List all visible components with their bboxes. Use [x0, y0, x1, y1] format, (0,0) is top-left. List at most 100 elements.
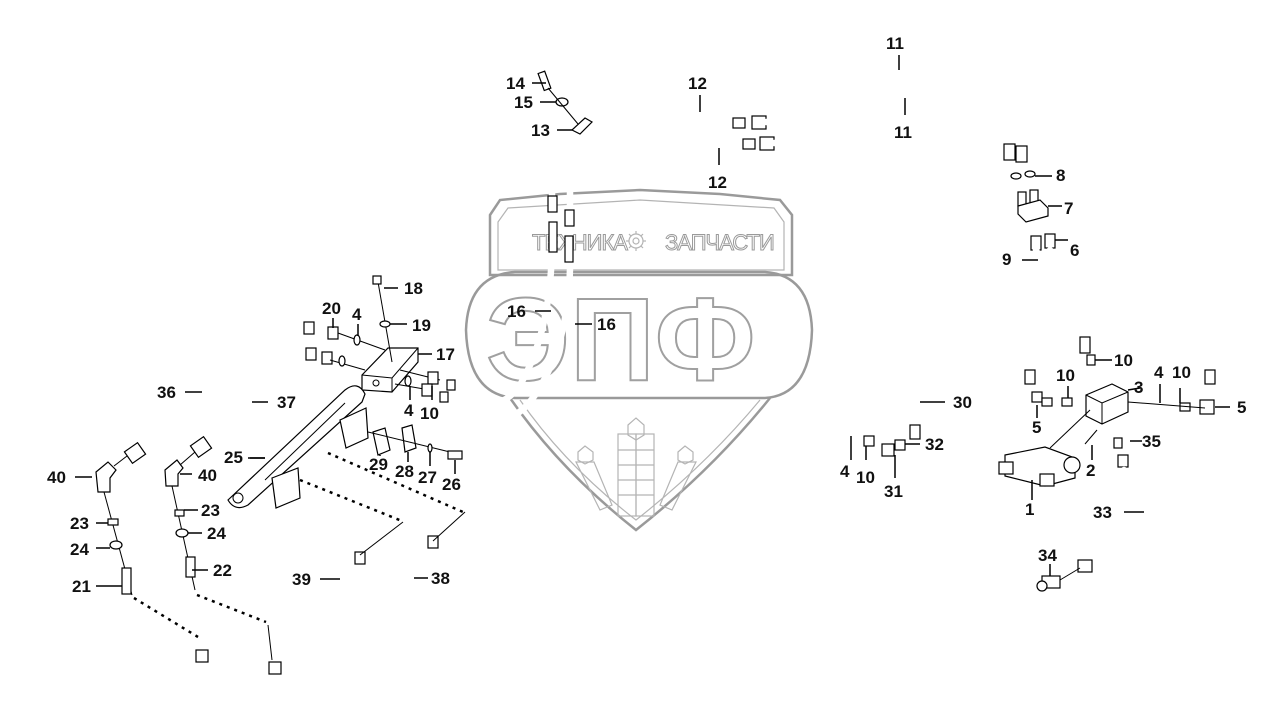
hose-12-lower[interactable]: [456, 132, 749, 423]
watermark-shield-top: [488, 188, 794, 277]
callout-7[interactable]: 7: [1064, 199, 1073, 218]
watermark-towers: [575, 417, 697, 517]
callout-8[interactable]: 8: [1056, 166, 1065, 185]
fitting-34[interactable]: [1036, 559, 1093, 592]
fitting-21[interactable]: [121, 567, 132, 595]
watermark-text-right: ЗАПЧАСТИ: [665, 230, 774, 255]
bolt-2[interactable]: [1084, 429, 1098, 445]
hose-37[interactable]: [201, 348, 304, 444]
callout-22[interactable]: 22: [213, 561, 232, 580]
valve-1[interactable]: [998, 446, 1081, 487]
callout-4[interactable]: 4: [840, 462, 850, 481]
callout-6[interactable]: 6: [1070, 241, 1079, 260]
fitting-22[interactable]: [185, 556, 196, 578]
hose-6[interactable]: [1046, 246, 1214, 379]
plate-28[interactable]: [401, 424, 417, 453]
watermark-band: [464, 270, 814, 400]
callout-25[interactable]: 25: [224, 448, 243, 467]
callout-34[interactable]: 34: [1038, 546, 1057, 565]
callout-26[interactable]: 26: [442, 475, 461, 494]
callout-12[interactable]: 12: [708, 173, 727, 192]
callout-40[interactable]: 40: [198, 466, 217, 485]
callout-40[interactable]: 40: [47, 468, 66, 487]
callout-24[interactable]: 24: [70, 540, 89, 559]
callout-3[interactable]: 3: [1134, 378, 1143, 397]
hose-11-upper[interactable]: [762, 63, 1014, 154]
plate-29[interactable]: [372, 427, 391, 456]
callout-35[interactable]: 35: [1142, 432, 1161, 451]
callout-23[interactable]: 23: [70, 514, 89, 533]
washer-24-left[interactable]: [109, 540, 123, 550]
callout-39[interactable]: 39: [292, 570, 311, 589]
callout-20[interactable]: 20: [322, 299, 341, 318]
callout-11[interactable]: 11: [894, 123, 912, 142]
callout-36[interactable]: 36: [157, 383, 176, 402]
bracket-7[interactable]: [1017, 199, 1049, 223]
callout-28[interactable]: 28: [395, 462, 414, 481]
callout-10[interactable]: 10: [1114, 351, 1133, 370]
washer-24-right[interactable]: [175, 528, 189, 538]
callout-10[interactable]: 10: [856, 468, 875, 487]
dotted-connector: [133, 596, 199, 639]
washer-19[interactable]: [379, 320, 391, 328]
elbow-40-left[interactable]: [95, 461, 117, 493]
callout-17[interactable]: 17: [436, 345, 455, 364]
dotted-connector: [299, 478, 403, 523]
washer-27[interactable]: [427, 443, 433, 453]
watermark-logo: ЭПФ: [486, 274, 755, 406]
hose-33[interactable]: [1094, 466, 1218, 604]
callout-10[interactable]: 10: [1056, 366, 1075, 385]
hose-9[interactable]: [1016, 246, 1059, 379]
hose-11-lower[interactable]: [770, 83, 1004, 154]
callout-33[interactable]: 33: [1093, 503, 1112, 522]
callout-15[interactable]: 15: [514, 93, 533, 112]
leaders: [75, 55, 1230, 587]
fittings-11: [1003, 143, 1039, 207]
watermark-shield-top-inner: [497, 199, 785, 271]
elbow-40-right[interactable]: [164, 459, 184, 487]
callout-31[interactable]: 31: [884, 482, 903, 501]
nut-23-right[interactable]: [174, 509, 185, 517]
valve-block-3[interactable]: [1085, 383, 1129, 425]
hose-36[interactable]: [136, 324, 304, 452]
callout-14[interactable]: 14: [506, 74, 525, 93]
clamp-13-14-15[interactable]: [537, 70, 593, 135]
callout-10[interactable]: 10: [420, 404, 439, 423]
callout-37[interactable]: 37: [277, 393, 296, 412]
hose-39[interactable]: [208, 556, 362, 660]
callout-30[interactable]: 30: [953, 393, 972, 412]
callout-32[interactable]: 32: [925, 435, 944, 454]
fittings-left: [123, 321, 456, 465]
gear-icon: [626, 231, 646, 251]
callout-24[interactable]: 24: [207, 524, 226, 543]
callout-2[interactable]: 2: [1086, 461, 1095, 480]
bolt-26[interactable]: [447, 450, 463, 460]
watermark: ТЕХНИКА ЗАПЧАСТИ ЭПФ: [464, 188, 814, 532]
callout-4[interactable]: 4: [1154, 363, 1164, 382]
callout-27[interactable]: 27: [418, 468, 437, 487]
callout-5[interactable]: 5: [1032, 418, 1041, 437]
callout-4[interactable]: 4: [352, 305, 362, 324]
callout-10[interactable]: 10: [1172, 363, 1191, 382]
hose-12-upper[interactable]: [451, 112, 739, 408]
dotted-connector: [196, 593, 267, 624]
callout-9[interactable]: 9: [1002, 250, 1011, 269]
callout-12[interactable]: 12: [688, 74, 707, 93]
callout-21[interactable]: 21: [72, 577, 91, 596]
callout-13[interactable]: 13: [531, 121, 550, 140]
callout-23[interactable]: 23: [201, 501, 220, 520]
callout-38[interactable]: 38: [431, 569, 450, 588]
callout-1[interactable]: 1: [1025, 500, 1034, 519]
callout-11[interactable]: 11: [886, 34, 904, 53]
callout-16[interactable]: 16: [597, 315, 616, 334]
callout-5[interactable]: 5: [1237, 398, 1246, 417]
hose-30[interactable]: [906, 286, 1089, 434]
callout-4[interactable]: 4: [404, 401, 414, 420]
hose-38[interactable]: [281, 541, 436, 674]
nut-23-left[interactable]: [107, 518, 119, 526]
callout-16[interactable]: 16: [507, 302, 526, 321]
callout-29[interactable]: 29: [369, 455, 388, 474]
callout-18[interactable]: 18: [404, 279, 423, 298]
cylinder-25[interactable]: [227, 385, 369, 509]
callout-19[interactable]: 19: [412, 316, 431, 335]
